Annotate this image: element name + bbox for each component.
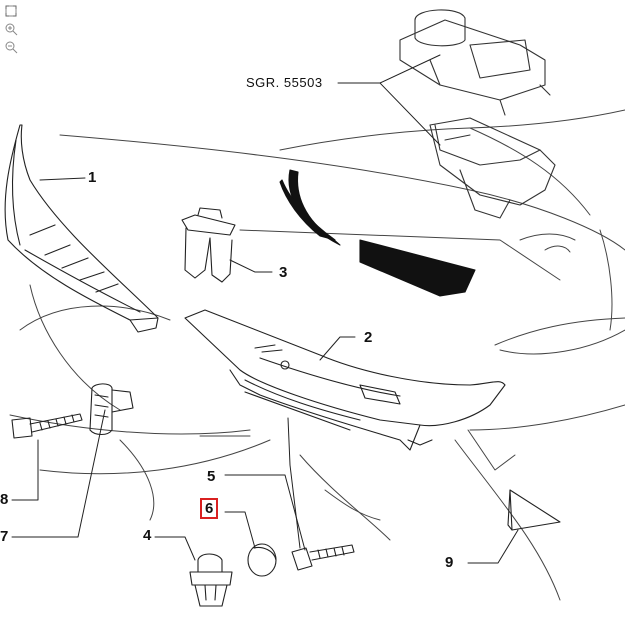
zoom-toolbar xyxy=(4,4,20,58)
zoom-in-icon[interactable] xyxy=(4,22,18,36)
callout-6[interactable]: 6 xyxy=(200,498,219,519)
callout-1[interactable]: 1 xyxy=(88,169,97,186)
callout-8[interactable]: 8 xyxy=(0,491,9,508)
sgr-module-top xyxy=(399,9,551,116)
fit-icon[interactable] xyxy=(4,4,18,18)
callout-2[interactable]: 2 xyxy=(364,329,373,346)
callout-4[interactable]: 4 xyxy=(143,527,152,544)
reference-label: SGR. 55503 xyxy=(246,75,323,90)
zoom-out-icon[interactable] xyxy=(4,40,18,54)
part-5-screw xyxy=(291,544,355,571)
leader-lines xyxy=(11,54,519,564)
part-9-wedge xyxy=(507,489,561,531)
part-8-screw xyxy=(11,413,83,439)
part-2-cowl-panel xyxy=(184,309,506,451)
wiper-seal-panels xyxy=(279,169,476,297)
part-3-clip xyxy=(181,207,236,283)
callout-3[interactable]: 3 xyxy=(279,264,288,281)
part-4-push-clip xyxy=(189,553,233,607)
sgr-module-bottom xyxy=(429,117,556,219)
callout-9[interactable]: 9 xyxy=(445,554,454,571)
part-7-grommet xyxy=(89,383,134,436)
callout-5[interactable]: 5 xyxy=(207,468,216,485)
callout-7[interactable]: 7 xyxy=(0,528,9,545)
part-1-side-trim xyxy=(4,124,159,333)
part-6-cap xyxy=(247,543,277,577)
